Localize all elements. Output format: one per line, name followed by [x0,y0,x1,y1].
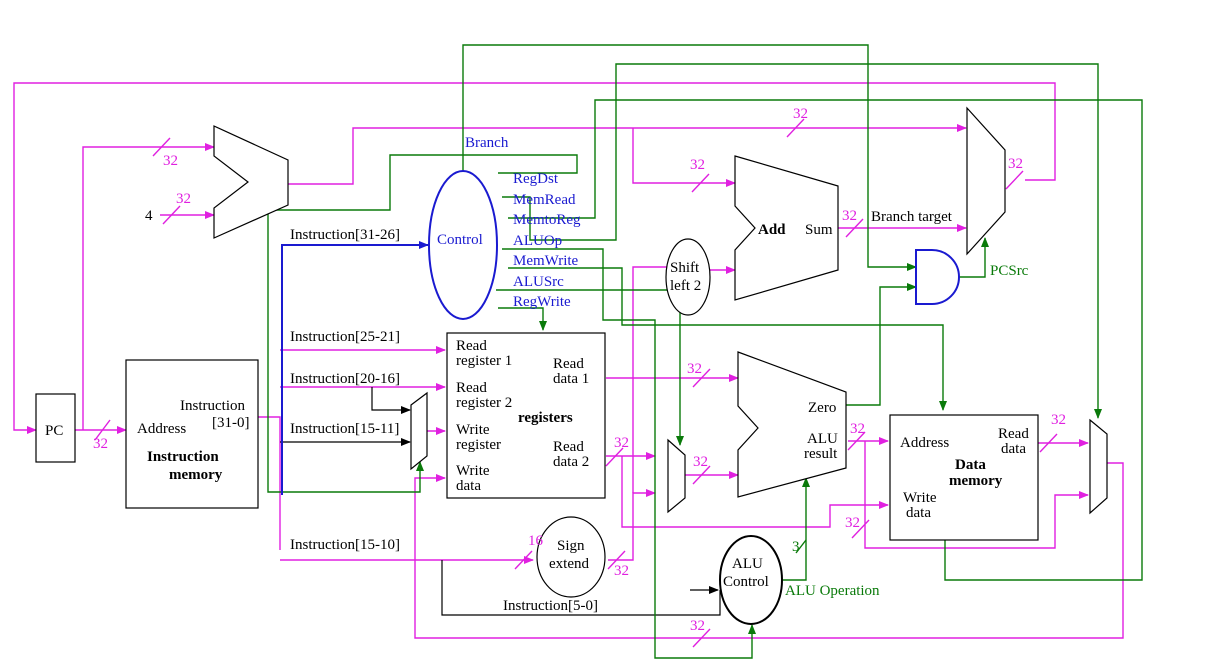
dm-read-data-b: data [1001,441,1026,457]
read-reg-1a: Read [456,338,487,354]
instr-31-26-label: Instruction[31-26] [290,227,400,243]
imem-title-1: Instruction [147,449,219,465]
width-label: 32 [614,563,629,579]
aluop-label: ALUOp [513,233,562,249]
opcode-wire [281,241,429,495]
pc-label: PC [45,423,63,439]
alu-control [719,535,783,625]
write-data-b: data [456,478,481,494]
pcsrc-label: PCSrc [990,263,1029,279]
read-reg-2b: register 2 [456,395,512,411]
alu-control-b: Control [723,574,769,590]
width-label: 32 [842,208,857,224]
sum-label: Sum [805,222,833,238]
pc-adder [213,125,289,239]
regdst-mux [410,391,428,471]
alu-op-width: 3 [792,539,800,555]
read-data-2b: data 2 [553,454,589,470]
data-memory-title-a: Data [955,457,986,473]
read-data-1b: data 1 [553,371,589,387]
zero-label: Zero [808,400,836,416]
alu [737,351,847,498]
shift-label-b: left 2 [670,278,701,294]
sign-extend-b: extend [549,556,589,572]
read-reg-2a: Read [456,380,487,396]
instr-15-11-label: Instruction[15-11] [290,421,399,437]
sign-extend [536,516,606,598]
alusrc-label: ALUSrc [513,274,564,290]
dm-address-label: Address [900,435,949,451]
width-label: 32 [93,436,108,452]
data-memory-title-b: memory [949,473,1003,489]
width-label: 32 [690,618,705,634]
pc-register [35,393,76,463]
width-label: 32 [163,153,178,169]
pcsrc-mux [966,106,1006,256]
instr-25-21-label: Instruction[25-21] [290,329,400,345]
alu-result-b: result [804,446,838,462]
instr-15-10-label: Instruction[15-10] [290,537,400,553]
memwrite-label: MemWrite [513,253,579,269]
alusrc-mux [667,438,686,514]
shift-left-2 [665,238,711,316]
width-label: 32 [1008,156,1023,172]
imem-title-2: memory [169,467,223,483]
width-ticks [94,118,1058,648]
memread-label: MemRead [513,192,576,208]
imem-address-label: Address [137,421,186,437]
registers-title: registers [518,410,573,426]
instr-5-0-label: Instruction[5-0] [503,598,598,614]
width-label: 32 [176,191,191,207]
data-memory [889,414,1039,541]
black-wires [280,387,721,616]
width-label: 32 [1051,412,1066,428]
write-reg-a: Write [456,422,490,438]
width-label: 16 [528,533,544,549]
alu-result-a: ALU [807,431,838,447]
regdst-label: RegDst [513,171,559,187]
write-data-a: Write [456,463,490,479]
imem-instruction-label: Instruction [180,398,245,414]
memtoreg-mux [1089,418,1108,515]
control-unit [428,170,498,320]
dm-write-data-a: Write [903,490,937,506]
regwrite-label: RegWrite [513,294,571,310]
instr-20-16-label: Instruction[20-16] [290,371,400,387]
branch-target-label: Branch target [871,209,953,225]
constant-four: 4 [145,208,153,224]
width-label: 32 [690,157,705,173]
instruction-memory [125,359,259,509]
alu-operation-label: ALU Operation [785,583,880,599]
control-label: Control [437,232,483,248]
read-reg-1b: register 1 [456,353,512,369]
shift-label-a: Shift [670,260,700,276]
width-label: 32 [793,106,808,122]
width-label: 32 [614,435,629,451]
width-label: 32 [850,421,865,437]
dm-write-data-b: data [906,505,931,521]
branch-label: Branch [465,135,509,151]
width-label: 32 [687,361,702,377]
memtoreg-label: MemtoReg [513,212,581,228]
imem-bits-label: [31-0] [212,415,250,431]
write-reg-b: register [456,437,501,453]
register-file [446,332,606,499]
branch-and-gate [915,249,960,305]
dm-read-data-a: Read [998,426,1029,442]
read-data-1a: Read [553,356,584,372]
alu-control-a: ALU [732,556,763,572]
read-data-2a: Read [553,439,584,455]
add-label: Add [758,222,786,238]
branch-adder [734,155,839,301]
width-label: 32 [845,515,860,531]
control-wires [267,44,1143,659]
width-label: 32 [693,454,708,470]
sign-extend-a: Sign [557,538,585,554]
